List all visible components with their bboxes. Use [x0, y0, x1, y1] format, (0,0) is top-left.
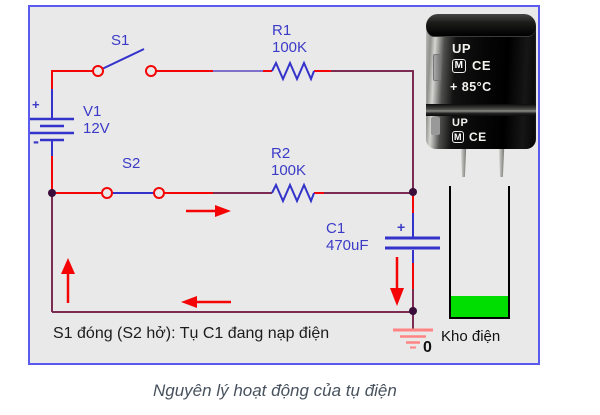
- label-c1: C1 470uF: [326, 220, 369, 254]
- capacitor-print-logo-row: M CE: [452, 58, 491, 73]
- capacitor-can-body: UP M CE + 85°C UP M CE: [426, 14, 536, 149]
- battery-minus-sign: -: [33, 131, 39, 151]
- electrolytic-capacitor-photo: UP M CE + 85°C UP M CE: [426, 14, 536, 177]
- status-text: S1 đóng (S2 hở): Tụ C1 đang nạp điện: [53, 325, 330, 342]
- charge-level-fill: [451, 296, 508, 317]
- capacitor-print-up: UP: [452, 41, 472, 56]
- capacitor-crimp-groove: [426, 104, 536, 116]
- label-s1: S1: [111, 32, 130, 49]
- capacitor-print-up-lower: UP: [452, 117, 469, 129]
- brand-logo-icon: M: [452, 58, 466, 73]
- capacitor-leg: [460, 149, 467, 177]
- capacitor-print-temp: + 85°C: [450, 80, 492, 94]
- label-r2: R2 100K: [271, 145, 307, 179]
- tank-label: Kho điện: [441, 328, 501, 345]
- capacitor-top-cap: [426, 14, 536, 37]
- label-v1: V1 12V: [83, 103, 110, 137]
- ground-zero-label: 0: [423, 339, 432, 356]
- capacitor-leg: [498, 149, 505, 177]
- capacitor-print-logo-row-lower: M CE: [452, 130, 487, 144]
- label-r1: R1 100K: [272, 22, 308, 56]
- capacitor-plus-sign: +: [397, 219, 406, 235]
- brand-logo-icon: M: [452, 131, 464, 143]
- capacitor-side-tab: [431, 117, 440, 135]
- figure-caption: Nguyên lý hoạt động của tụ điện: [153, 381, 397, 400]
- charge-tank-gauge: [449, 186, 510, 319]
- capacitor-side-slot: [433, 54, 441, 81]
- battery-plus-sign: +: [32, 97, 40, 112]
- label-s2: S2: [122, 155, 141, 172]
